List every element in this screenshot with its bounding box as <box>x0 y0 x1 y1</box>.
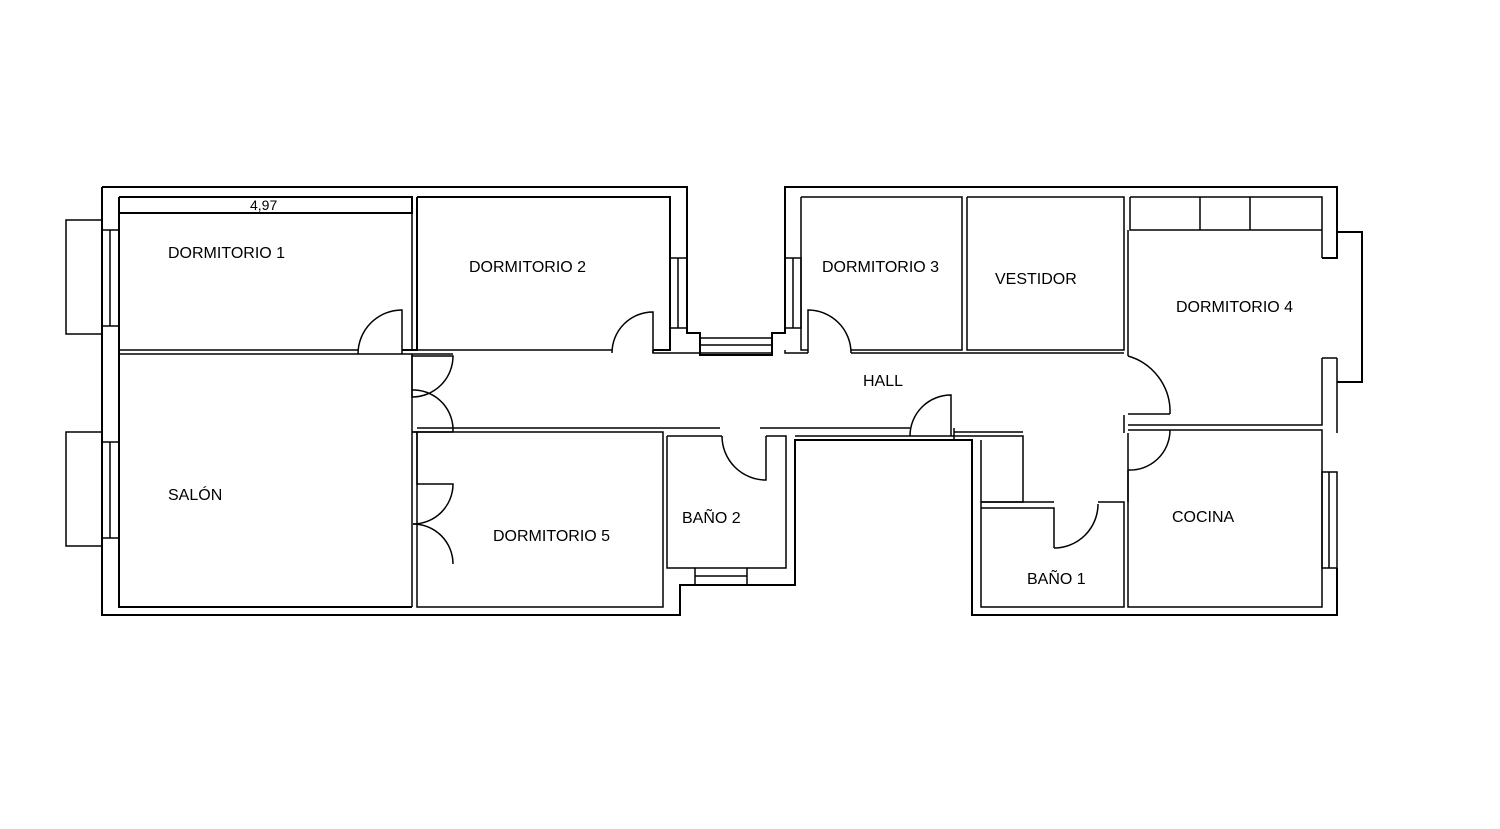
label-dormitorio-3: DORMITORIO 3 <box>822 259 939 276</box>
left-block-walls <box>101 186 1338 616</box>
door-cocina <box>1127 429 1171 471</box>
label-hall: HALL <box>863 373 903 390</box>
door-dormitorio-1 <box>357 309 403 355</box>
label-salon: SALÓN <box>168 485 222 504</box>
bano-2-window <box>694 567 748 586</box>
label-bano-1: BAÑO 1 <box>1027 568 1086 588</box>
label-cocina: COCINA <box>1172 509 1235 526</box>
door-dormitorio-3 <box>807 309 852 354</box>
door-salon-lower <box>412 389 454 433</box>
label-bano-2: BAÑO 2 <box>682 507 741 527</box>
label-dormitorio-5: DORMITORIO 5 <box>493 528 610 545</box>
doors <box>357 309 1171 565</box>
dimension-dormitorio-1: 4,97 <box>250 197 277 213</box>
door-salon-upper <box>411 355 454 398</box>
door-dormitorio-5-lower <box>412 523 454 565</box>
left-windows <box>65 219 802 547</box>
door-dormitorio-2 <box>611 311 654 354</box>
door-hall <box>909 394 952 437</box>
right-block-walls <box>784 196 1338 433</box>
door-bano-1 <box>1053 503 1099 549</box>
room-dormitorio-1 <box>119 213 453 355</box>
right-windows <box>1321 231 1363 569</box>
label-vestidor: VESTIDOR <box>995 271 1077 288</box>
label-dormitorio-1: DORMITORIO 1 <box>168 245 285 262</box>
label-dormitorio-4: DORMITORIO 4 <box>1176 299 1293 316</box>
corridor-window <box>699 337 773 354</box>
door-dormitorio-4 <box>1127 355 1171 415</box>
door-bano-2 <box>721 435 767 481</box>
door-dormitorio-5-upper <box>412 431 454 525</box>
room-walls-lower-right <box>980 413 1323 608</box>
label-dormitorio-2: DORMITORIO 2 <box>469 259 586 276</box>
room-walls-lower-left <box>411 354 1024 608</box>
